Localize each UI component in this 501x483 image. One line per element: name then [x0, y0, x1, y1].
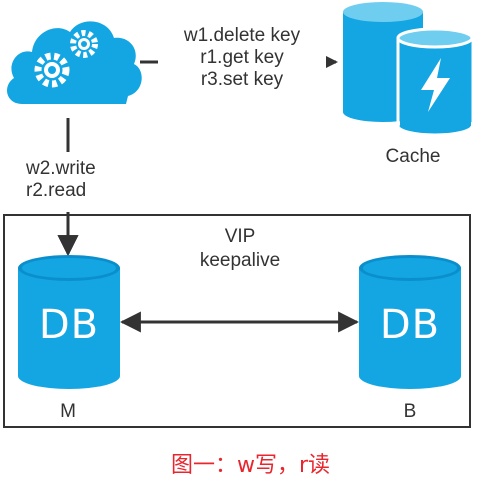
- db-ops-labels: w2.write r2.read: [26, 158, 96, 202]
- cloud-service-icon: [7, 21, 142, 105]
- keepalive-label: keepalive: [199, 250, 281, 271]
- op-delete-key: w1.delete key: [183, 25, 301, 46]
- cache-label: Cache: [385, 146, 441, 167]
- figure-caption: 图一：w写，r读: [170, 453, 331, 478]
- lightning-icon: [421, 58, 450, 112]
- backup-db-icon: [359, 255, 461, 389]
- op-write: w2.write: [26, 158, 96, 179]
- cache-icon: [343, 2, 475, 137]
- vip-label: VIP: [224, 226, 256, 247]
- backup-label: B: [403, 401, 417, 422]
- op-set-key: r3.set key: [200, 69, 284, 90]
- label-mask: [158, 24, 326, 106]
- gear-icon: [34, 52, 70, 88]
- vip-group-box: [3, 214, 471, 428]
- master-label: M: [60, 401, 76, 422]
- backup-db-text: DB: [379, 302, 441, 348]
- op-get-key: r1.get key: [200, 47, 284, 68]
- master-db-icon: [18, 255, 120, 389]
- label-mask: [30, 152, 120, 212]
- op-read: r2.read: [26, 180, 87, 201]
- gear-icon: [70, 30, 98, 58]
- master-db-text: DB: [38, 302, 100, 348]
- cache-ops-labels: w1.delete key r1.get key r3.set key: [158, 25, 326, 91]
